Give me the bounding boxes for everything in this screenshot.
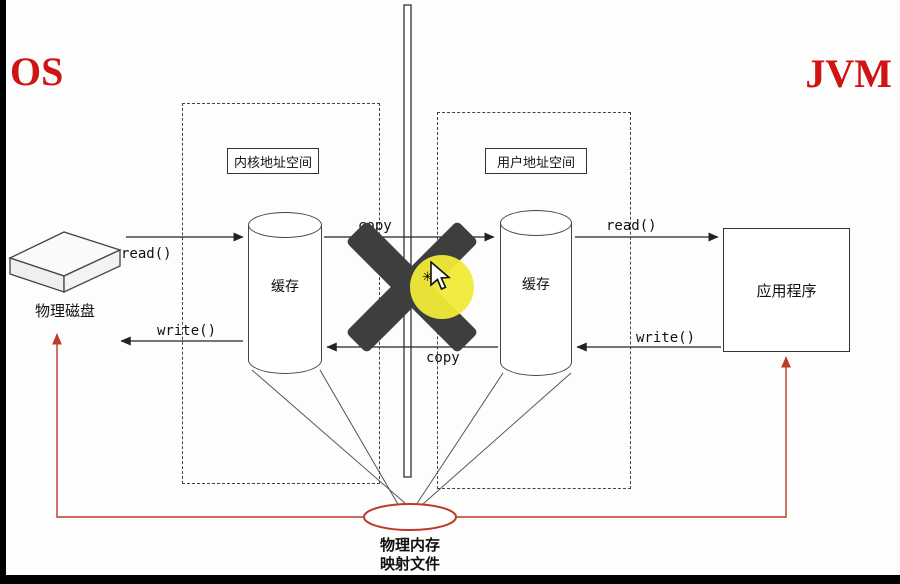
cylinder-top-ellipse <box>500 210 572 236</box>
user-address-space-title: 用户地址空间 <box>485 148 587 174</box>
mapped-file-ellipse <box>363 503 457 531</box>
user-buffer-label: 缓存 <box>522 276 550 292</box>
kernel-buffer-label: 缓存 <box>271 278 299 294</box>
kernel-buffer-cylinder: 缓存 <box>248 212 322 374</box>
cylinder-body <box>248 225 322 374</box>
kernel-address-space-title: 内核地址空间 <box>227 148 319 174</box>
read-to-app-label: read() <box>606 218 657 234</box>
cylinder-top-ellipse <box>248 212 322 238</box>
mouse-cursor-icon <box>430 261 452 291</box>
application-box: 应用程序 <box>723 228 850 352</box>
user-buffer-cylinder: 缓存 <box>500 210 572 376</box>
click-star-icon: ✳ <box>422 269 433 284</box>
mapped-file-caption-line2: 映射文件 <box>379 556 440 573</box>
letterbox-left <box>0 0 6 584</box>
mapped-file-caption-line1: 物理内存 <box>379 537 440 554</box>
copy-to-kernel-label: copy <box>426 350 460 366</box>
disk-3d-icon <box>8 231 122 294</box>
read-from-disk-label: read() <box>121 246 172 262</box>
application-label: 应用程序 <box>756 282 817 300</box>
cylinder-body <box>500 223 572 376</box>
os-title: OS <box>10 49 64 94</box>
disk-side-face <box>63 248 121 294</box>
write-to-disk-label: write() <box>157 323 217 339</box>
jvm-title: JVM <box>805 51 892 96</box>
os-jvm-divider-wall <box>403 4 412 478</box>
letterbox-bottom <box>0 575 900 584</box>
physical-disk-label: 物理磁盘 <box>34 303 95 320</box>
write-from-app-label: write() <box>636 330 696 346</box>
